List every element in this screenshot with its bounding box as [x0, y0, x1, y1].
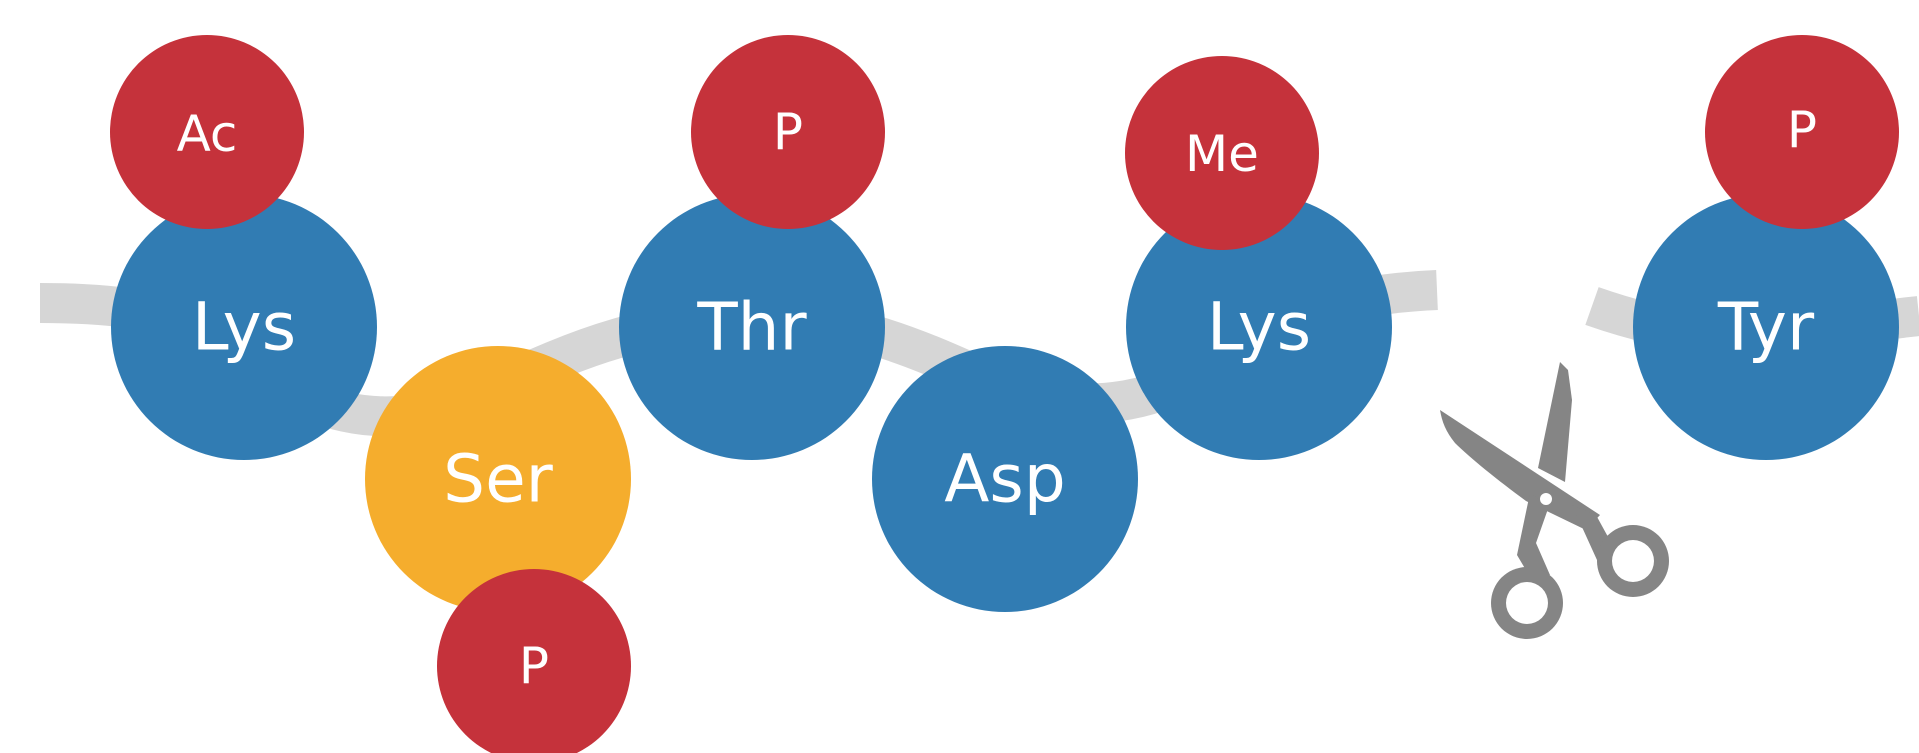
modification-label: P	[1787, 101, 1817, 159]
modification-p-ser: P	[437, 569, 631, 753]
residue-circle	[1633, 194, 1899, 460]
residue-lys-2: Lys	[1126, 194, 1392, 460]
scissors-icon	[1440, 362, 1669, 639]
residue-circle	[1126, 194, 1392, 460]
modification-ac: Ac	[110, 35, 304, 229]
modification-p-thr: P	[691, 35, 885, 229]
residue-thr: Thr	[619, 194, 885, 460]
residue-circle	[619, 194, 885, 460]
modification-label: P	[519, 637, 549, 695]
modification-circle	[691, 35, 885, 229]
modification-p-tyr: P	[1705, 35, 1899, 229]
modification-me: Me	[1125, 56, 1319, 250]
residue-ser: Ser	[365, 346, 631, 612]
modification-label: P	[773, 103, 803, 161]
modification-circle	[437, 569, 631, 753]
residue-label: Tyr	[1717, 289, 1815, 366]
residue-lys-1: Lys	[111, 194, 377, 460]
residue-label: Ser	[443, 441, 554, 518]
modification-label: Me	[1185, 125, 1259, 183]
residue-asp: Asp	[872, 346, 1138, 612]
residue-circle	[872, 346, 1138, 612]
residue-label: Lys	[192, 289, 296, 366]
residue-label: Asp	[944, 441, 1065, 518]
modification-circle	[1125, 56, 1319, 250]
residue-circle	[365, 346, 631, 612]
residue-circle	[111, 194, 377, 460]
residue-label: Thr	[696, 289, 807, 366]
modification-circle	[110, 35, 304, 229]
residue-label: Lys	[1207, 289, 1311, 366]
modification-circle	[1705, 35, 1899, 229]
modification-label: Ac	[177, 105, 238, 163]
residue-tyr: Tyr	[1633, 194, 1899, 460]
